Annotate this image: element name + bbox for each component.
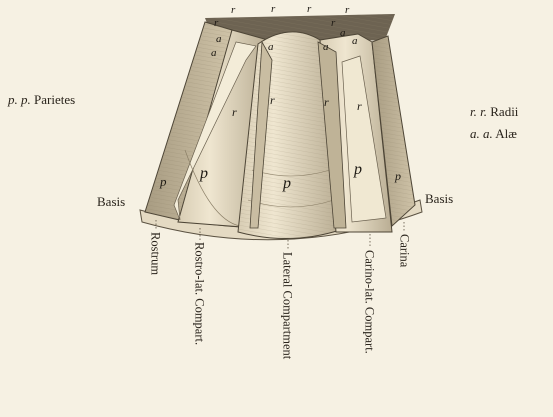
label-carino-lateral: Carino-lat. Compart. (363, 250, 376, 354)
legend-radii: r. r. Radii (470, 104, 518, 120)
svg-text:a: a (323, 41, 329, 53)
svg-text:r: r (345, 4, 350, 16)
legend-radii-key: r. r. (470, 104, 487, 119)
svg-text:r: r (232, 105, 237, 119)
legend-parietes: p. p. Parietes (8, 92, 75, 108)
svg-text:r: r (307, 3, 312, 15)
label-lateral: Lateral Compartment (281, 252, 294, 359)
legend-parietes-key: p. p. (8, 92, 31, 107)
svg-text:a: a (340, 27, 346, 39)
label-rostro-lateral: Rostro-lat. Compart. (193, 242, 206, 345)
svg-text:r: r (331, 17, 336, 29)
basis-label-right: Basis (425, 191, 453, 207)
svg-text:p: p (159, 174, 167, 189)
legend-alae: a. a. Alæ (470, 126, 517, 142)
svg-text:p: p (282, 175, 291, 192)
svg-text:p: p (353, 161, 362, 178)
svg-text:a: a (268, 41, 274, 53)
label-carina: Carina (398, 234, 411, 267)
label-rostrum: Rostrum (149, 232, 162, 275)
svg-text:p: p (394, 169, 401, 183)
basis-label-left: Basis (97, 194, 125, 210)
legend-alae-text: Alæ (495, 126, 517, 141)
svg-text:r: r (214, 17, 219, 29)
svg-text:r: r (231, 4, 236, 16)
svg-text:a: a (211, 47, 217, 59)
svg-text:p: p (199, 165, 208, 182)
svg-text:r: r (357, 99, 362, 113)
svg-text:r: r (324, 95, 329, 109)
svg-text:r: r (271, 3, 276, 15)
legend-parietes-text: Parietes (34, 92, 75, 107)
svg-text:r: r (270, 93, 275, 107)
legend-radii-text: Radii (490, 104, 518, 119)
svg-text:a: a (352, 35, 358, 47)
svg-text:a: a (216, 33, 222, 45)
legend-alae-key: a. a. (470, 126, 493, 141)
